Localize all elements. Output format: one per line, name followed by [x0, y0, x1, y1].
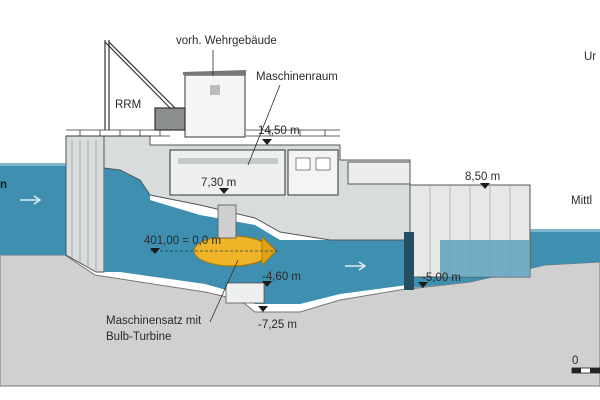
label-elev-right: 8,50 m	[465, 171, 500, 183]
flow-arrows	[20, 195, 367, 271]
riverbed-ground	[0, 254, 600, 387]
weir-roof	[183, 70, 246, 75]
label-right-mid: Mittl	[571, 195, 592, 207]
label-elev-below: -4,60 m	[262, 271, 301, 283]
window-2	[315, 157, 331, 171]
label-elev-room: 7,30 m	[201, 177, 236, 189]
right-deck	[347, 161, 411, 185]
dam-wall-lines	[71, 140, 97, 270]
headwater-surface	[0, 163, 66, 166]
crane-rail	[178, 158, 278, 164]
label-machine-room: Maschinenraum	[256, 71, 338, 83]
label-turbine-line2: Bulb-Turbine	[106, 331, 171, 343]
gate-water	[440, 240, 530, 277]
label-elev-axis: 401,00 = 0,0 m	[144, 235, 221, 247]
rrm-crane	[104, 40, 186, 131]
label-right-top: Ur	[584, 51, 596, 63]
label-left-edge: n	[0, 179, 7, 191]
label-elev-top: 14,50 m	[258, 125, 300, 137]
label-elev-tail: -5,00 m	[422, 272, 461, 284]
label-turbine-line1: Maschinensatz mit	[106, 315, 202, 327]
label-elev-bottom: -7,25 m	[258, 319, 297, 331]
deck-railing	[66, 129, 340, 137]
leader-lines	[209, 50, 281, 323]
scale-bar	[571, 367, 600, 374]
headwater	[0, 166, 70, 255]
elevation-markers	[150, 139, 490, 312]
control-room	[287, 149, 339, 196]
label-weir-building: vorh. Wehrgebäude	[176, 35, 277, 47]
label-crane: RRM	[115, 99, 141, 111]
right-pier	[404, 232, 414, 290]
window-1	[295, 157, 311, 171]
lower-chamber	[225, 282, 265, 304]
machine-room	[169, 149, 286, 196]
weir-window	[210, 85, 220, 95]
turbine-access-shaft	[217, 204, 237, 239]
label-scale-zero: 0	[572, 355, 578, 367]
weir-building	[184, 74, 246, 138]
